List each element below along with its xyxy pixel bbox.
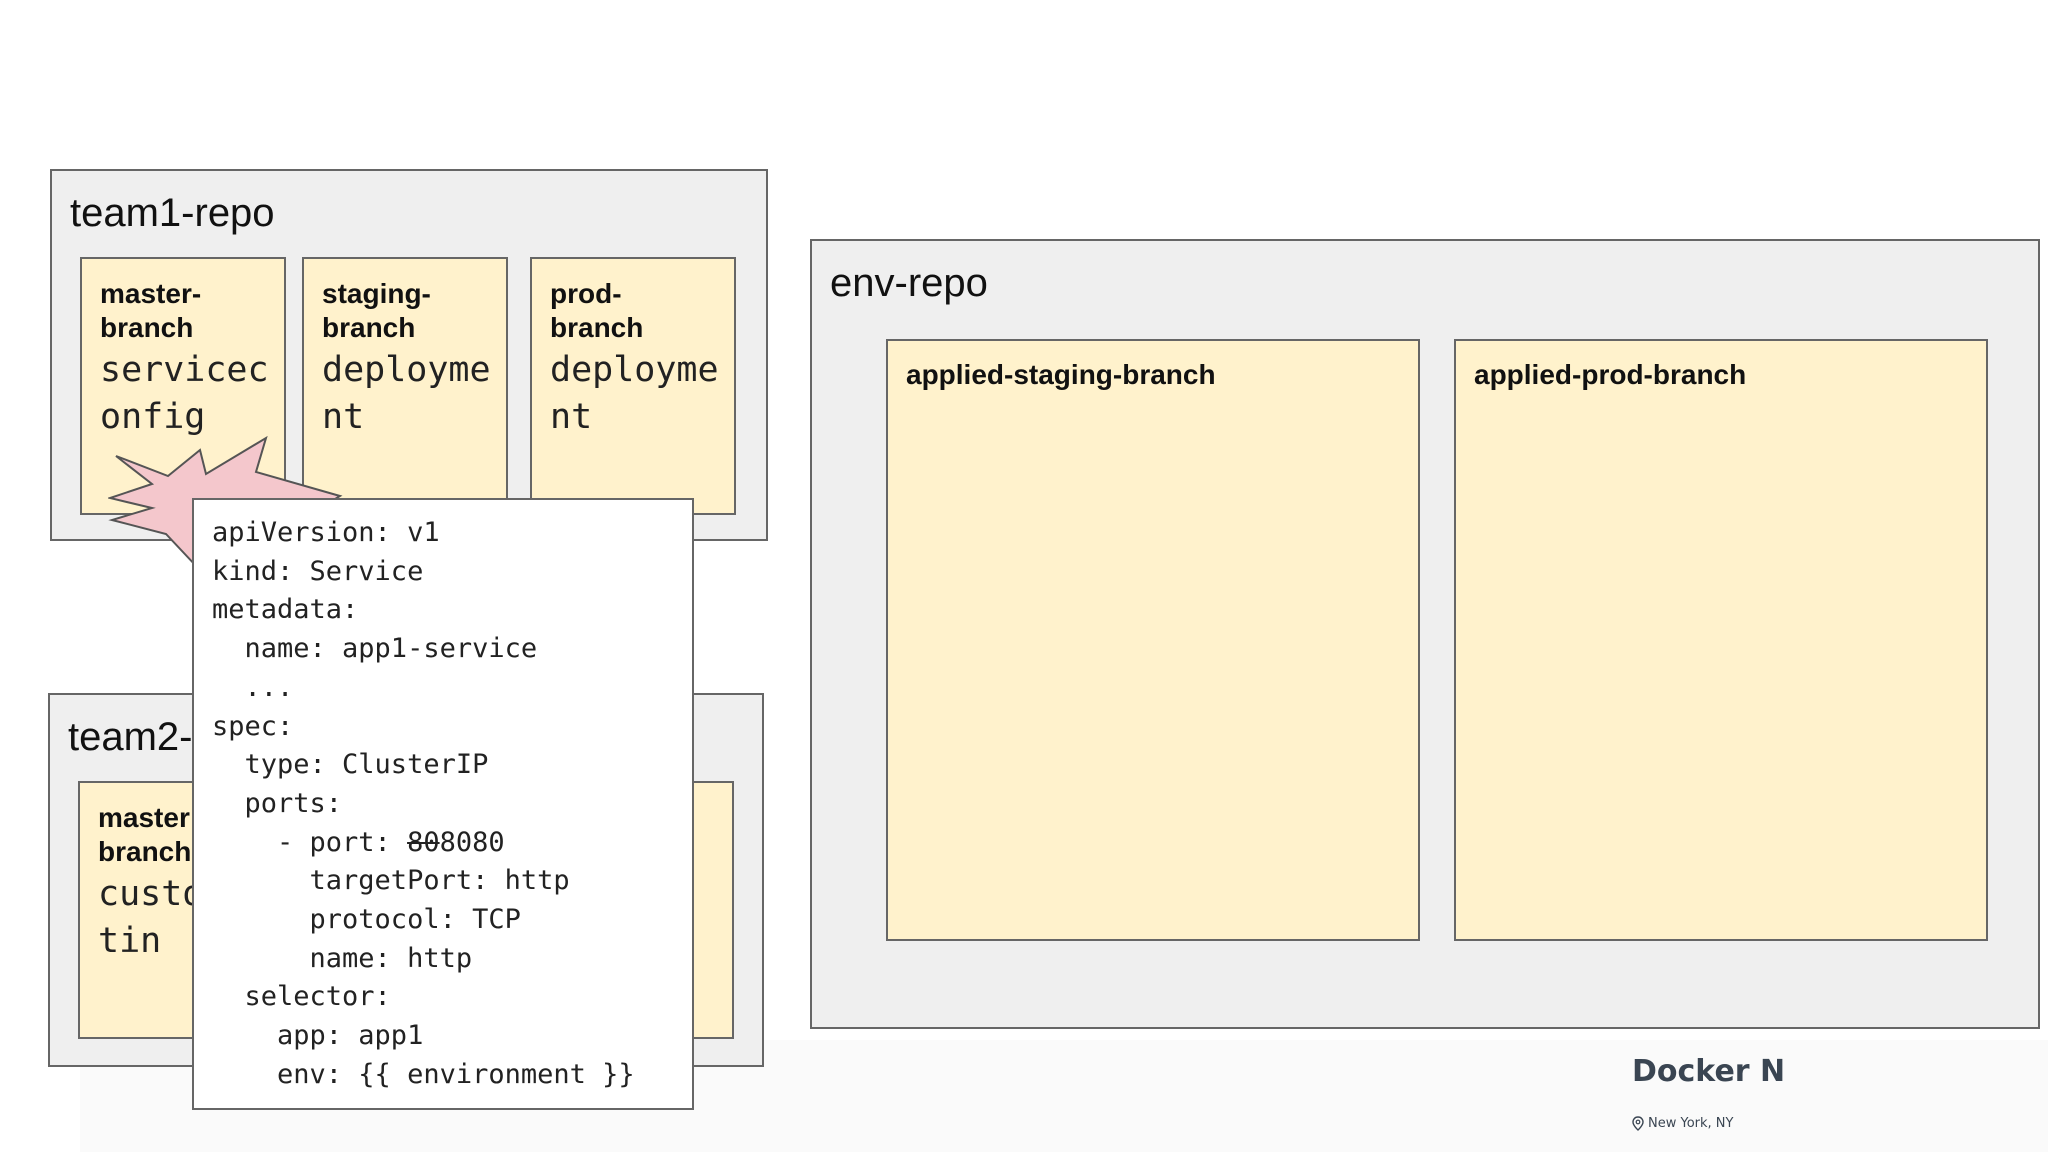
branch-title: prod- branch bbox=[550, 278, 644, 343]
repo-title: team1-repo bbox=[70, 191, 275, 235]
port-key: - port: bbox=[212, 826, 408, 858]
code-line: app: app1 bbox=[212, 1020, 424, 1052]
team1-prod-branch: prod- branch deployment bbox=[530, 257, 736, 515]
env-repo: env-repo applied-staging-branch applied-… bbox=[810, 239, 2040, 1029]
watermark-title: Docker N bbox=[1632, 1054, 1786, 1089]
code-line: env: {{ environment }} bbox=[212, 1058, 635, 1090]
code-line: type: ClusterIP bbox=[212, 749, 489, 781]
code-line: ports: bbox=[212, 787, 343, 819]
old-port-value: 80 bbox=[407, 826, 440, 858]
code-line: kind: Service bbox=[212, 555, 424, 587]
code-line: protocol: TCP bbox=[212, 904, 521, 935]
branch-title: applied-staging-branch bbox=[906, 359, 1216, 390]
repo-title: env-repo bbox=[830, 261, 988, 305]
location-text: New York, NY bbox=[1648, 1116, 1734, 1131]
new-port-value: 8080 bbox=[439, 826, 505, 858]
branch-title: staging- branch bbox=[322, 278, 431, 343]
code-line: ... bbox=[212, 671, 294, 703]
code-line: metadata: bbox=[212, 594, 359, 626]
branch-title: applied-prod-branch bbox=[1474, 359, 1747, 390]
applied-prod-branch: applied-prod-branch bbox=[1454, 339, 1988, 941]
code-line: selector: bbox=[212, 981, 391, 1013]
location-pin-icon bbox=[1632, 1116, 1644, 1131]
applied-staging-branch: applied-staging-branch bbox=[886, 339, 1420, 941]
team1-staging-branch: staging- branch deployment bbox=[302, 257, 508, 515]
code-line: apiVersion: v1 bbox=[212, 517, 440, 548]
service-yaml-box: apiVersion: v1 kind: Service metadata: n… bbox=[192, 498, 694, 1110]
watermark-location: New York, NY bbox=[1632, 1116, 1733, 1131]
code-line: spec: bbox=[212, 710, 294, 742]
code-line-port: - port: 808080 bbox=[212, 824, 505, 863]
code-line: name: http bbox=[212, 942, 473, 974]
branch-title: master branch bbox=[98, 802, 192, 867]
code-line: name: app1-service bbox=[212, 633, 538, 665]
code-line: targetPort: http bbox=[212, 865, 570, 897]
branch-title: master- branch bbox=[100, 278, 202, 343]
branch-file: serviceconfig bbox=[100, 350, 269, 437]
team1-repo: team1-repo master- branch serviceconfig … bbox=[50, 169, 768, 541]
branch-file: deployment bbox=[550, 350, 719, 437]
branch-file: deployment bbox=[322, 350, 491, 437]
repo-title: team2- bbox=[68, 715, 193, 759]
